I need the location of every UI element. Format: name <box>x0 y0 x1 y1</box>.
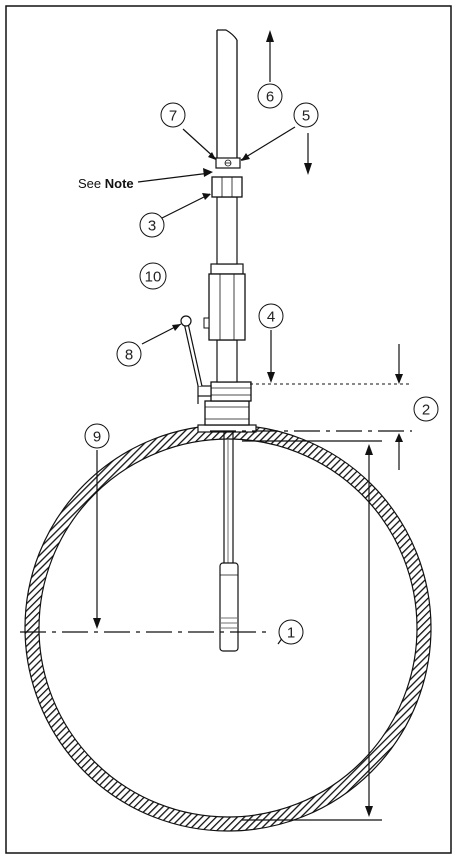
note-leader <box>137 168 213 183</box>
hex-nut <box>211 176 243 198</box>
svg-text:See Note: See Note <box>78 176 134 191</box>
callout-6: 6 <box>257 83 283 109</box>
insertion-tube-upper <box>216 196 238 265</box>
compression-fitting <box>203 263 246 341</box>
leader-3-arrowhead <box>202 193 211 200</box>
callout-10-label: 10 <box>145 269 162 286</box>
note-bold: Note <box>105 176 134 191</box>
callout-1: 1 <box>278 619 304 645</box>
callout-2-label: 2 <box>422 402 430 419</box>
callout-4: 4 <box>258 303 284 329</box>
leader-5-arrowhead <box>241 153 250 161</box>
direction-5-arrow <box>304 133 312 175</box>
callout-8: 8 <box>116 341 142 367</box>
callout-5: 5 <box>293 102 319 128</box>
callout-6-label: 6 <box>266 89 274 106</box>
callout-7: 7 <box>160 102 186 128</box>
figure-frame <box>5 5 452 854</box>
insertion-tube-lower <box>216 339 238 383</box>
callout-3: 3 <box>139 212 165 238</box>
note-prefix: See <box>78 176 105 191</box>
dimension-2-arrows <box>395 344 403 470</box>
valve-handle <box>180 315 203 387</box>
sensor-tip <box>219 562 239 652</box>
callout-4-label: 4 <box>267 309 275 326</box>
callout-2: 2 <box>413 396 439 422</box>
callout-10: 10 <box>139 262 167 290</box>
callout-9-label: 9 <box>93 429 101 446</box>
leader-7-arrowhead <box>208 152 216 160</box>
probe-stem <box>216 29 238 158</box>
dimension-9-arrow <box>93 450 101 629</box>
callout-3-label: 3 <box>148 218 156 235</box>
callout-5-label: 5 <box>302 108 310 125</box>
probe-shaft <box>223 432 234 565</box>
callout-7-label: 7 <box>169 108 177 125</box>
safety-collar <box>215 157 241 169</box>
leader-8-arrowhead <box>172 324 181 331</box>
callout-9: 9 <box>84 423 110 449</box>
callout-8-label: 8 <box>125 347 133 364</box>
callout-1-label: 1 <box>287 625 295 642</box>
dimension-4-arrow <box>267 330 275 383</box>
direction-6-arrow <box>266 30 274 82</box>
diameter-dimension <box>242 440 382 821</box>
ball-valve <box>197 381 252 426</box>
note-label: See Note <box>78 176 134 191</box>
